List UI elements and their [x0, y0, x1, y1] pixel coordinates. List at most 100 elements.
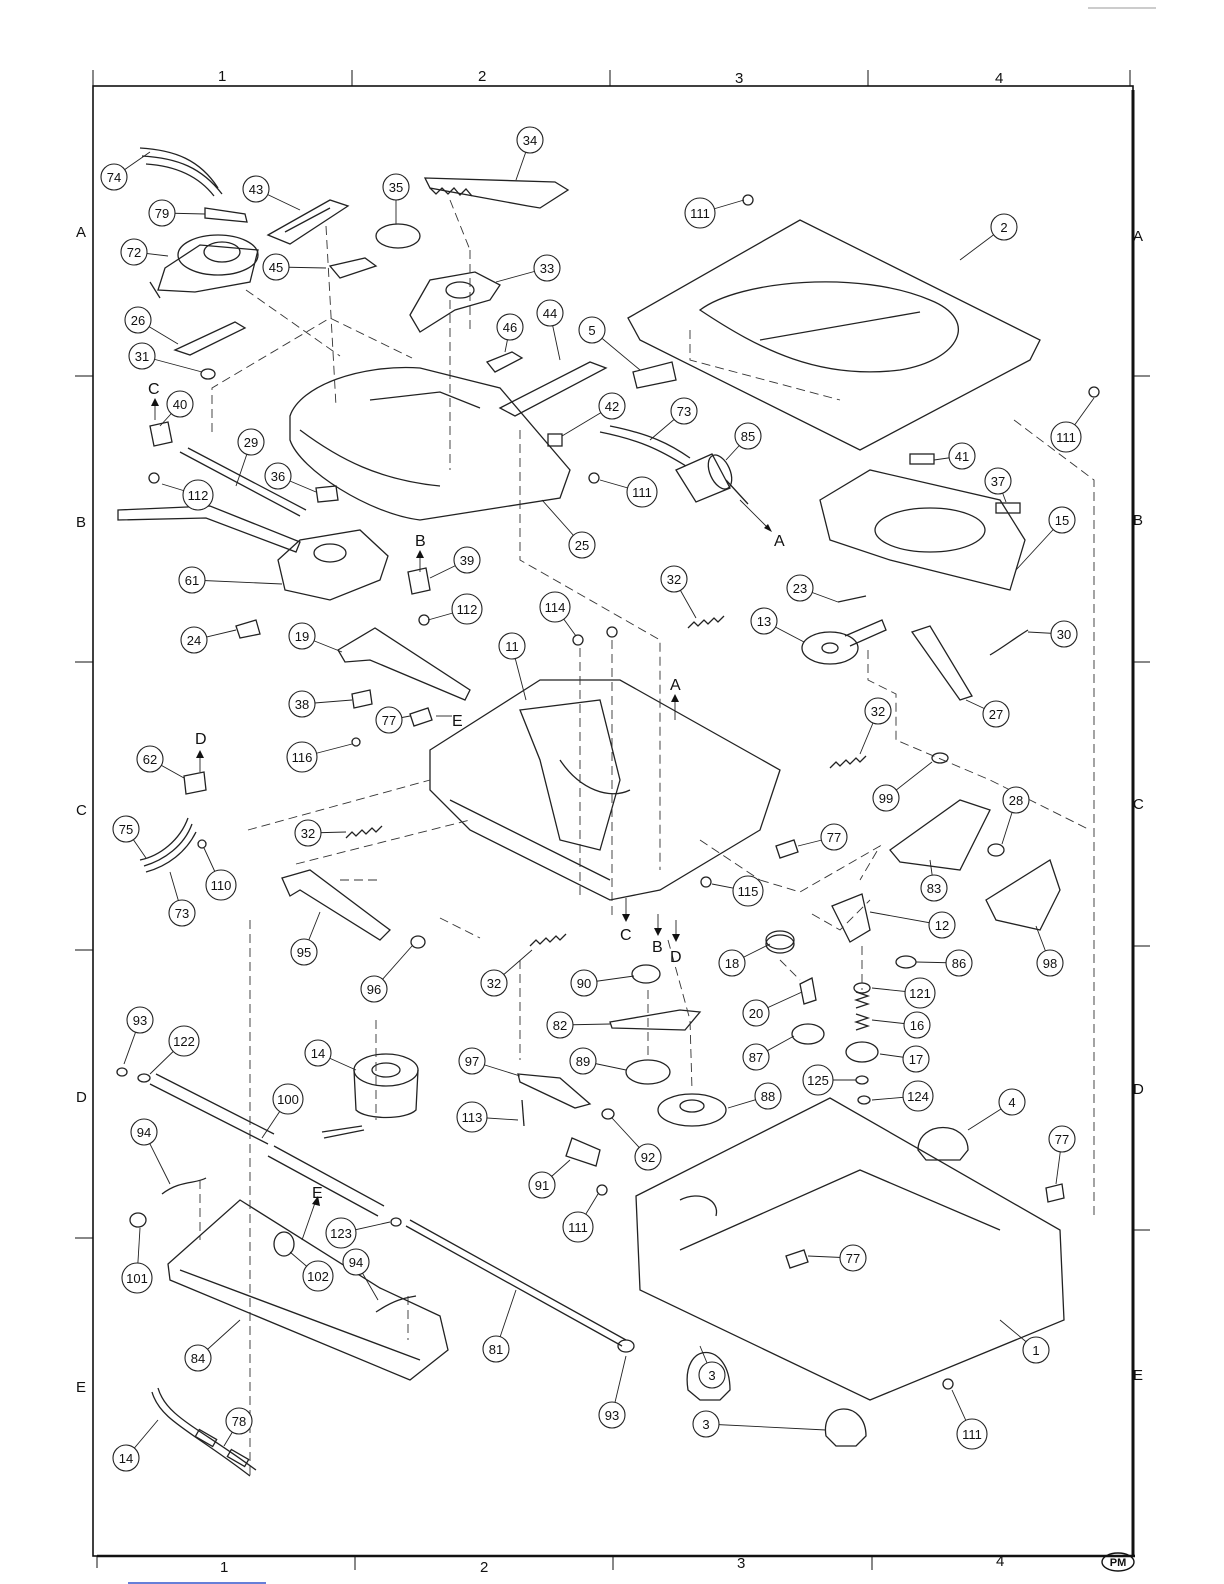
callout-circle: [546, 1011, 574, 1039]
callout-2: 2: [959, 213, 1018, 261]
callout-81: 81: [482, 1289, 517, 1363]
callout-86: 86: [915, 949, 973, 977]
callout-number: 43: [249, 182, 263, 197]
callout-circle: [166, 390, 194, 418]
diagram-frame: [92, 85, 1134, 1557]
callout-91: 91: [528, 1159, 571, 1199]
callout-number: 78: [232, 1414, 246, 1429]
callout-circle: [626, 476, 658, 508]
callout-number: 74: [107, 170, 121, 185]
callout-number: 14: [311, 1046, 325, 1061]
callout-leader: [191, 579, 283, 585]
callout-77: 77: [807, 1244, 867, 1272]
callout-circle: [168, 899, 196, 927]
row-label-b-right: B: [1133, 512, 1143, 529]
callout-number: 75: [119, 822, 133, 837]
callout-5: 5: [578, 316, 641, 371]
callout-number: 93: [133, 1013, 147, 1028]
callout-number: 41: [955, 449, 969, 464]
callout-circle: [692, 1410, 720, 1438]
callout-94: 94: [130, 1118, 171, 1185]
callout-82: 82: [546, 1011, 611, 1039]
mark-e-top: E: [452, 713, 463, 730]
callout-115: 115: [711, 875, 764, 907]
callout-number: 77: [382, 713, 396, 728]
callout-35: 35: [382, 173, 410, 224]
callout-number: 112: [457, 602, 478, 617]
callout-leader: [705, 1423, 827, 1431]
callout-number: 99: [879, 791, 893, 806]
callout-circle: [168, 1025, 200, 1057]
callout-36: 36: [264, 462, 317, 493]
callout-circle: [902, 1080, 934, 1112]
callout-circle: [578, 316, 606, 344]
callout-number: 125: [807, 1073, 829, 1088]
callout-number: 42: [605, 399, 619, 414]
callout-circle: [742, 1043, 770, 1071]
callout-87: 87: [742, 1035, 795, 1071]
callout-94: 94: [342, 1248, 379, 1301]
callout-number: 12: [935, 918, 949, 933]
callout-98: 98: [1035, 925, 1064, 977]
callout-circle: [148, 199, 176, 227]
row-label-a-right: A: [1133, 228, 1143, 245]
callout-circle: [112, 1444, 140, 1472]
callout-number: 40: [173, 397, 187, 412]
col-label-4: 4: [995, 70, 1003, 87]
mark-c-top: C: [148, 381, 160, 398]
mark-b-bottom: B: [652, 939, 663, 956]
callout-101: 101: [121, 1227, 153, 1294]
callout-number: 33: [540, 261, 554, 276]
callout-circle: [536, 299, 564, 327]
callout-number: 92: [641, 1150, 655, 1165]
callout-32: 32: [294, 819, 347, 847]
callout-number: 32: [667, 572, 681, 587]
callout-number: 90: [577, 976, 591, 991]
mark-a-motor: A: [774, 533, 785, 550]
mark-d-bottom: D: [670, 949, 682, 966]
callout-13: 13: [750, 607, 805, 643]
pm-logo-text: PM: [1110, 1557, 1127, 1569]
callout-112: 112: [161, 479, 214, 511]
callout-circle: [458, 1047, 486, 1075]
callout-number: 96: [367, 982, 381, 997]
callout-number: 23: [793, 581, 807, 596]
callout-circle: [480, 969, 508, 997]
callout-number: 114: [545, 600, 566, 615]
callout-number: 30: [1057, 627, 1071, 642]
col-label-2: 2: [478, 68, 486, 85]
callout-78: 78: [223, 1407, 253, 1447]
callout-number: 111: [962, 1427, 982, 1442]
callout-number: 79: [155, 206, 169, 221]
row-ruler: A B C D E A B C D E: [75, 224, 1150, 1396]
callout-121: 121: [871, 977, 936, 1009]
col-label-2-bottom: 2: [480, 1559, 488, 1576]
callout-circle: [182, 479, 214, 511]
callout-29: 29: [235, 428, 265, 487]
callout-number: 124: [907, 1089, 929, 1104]
col-label-1-bottom: 1: [220, 1559, 228, 1576]
callout-circle: [180, 626, 208, 654]
callout-110: 110: [203, 847, 237, 901]
callout-number: 77: [846, 1251, 860, 1266]
callout-31: 31: [128, 342, 203, 373]
callout-111: 111: [951, 1389, 988, 1450]
callout-number: 102: [307, 1269, 329, 1284]
callout-number: 15: [1055, 513, 1069, 528]
callout-circle: [121, 1262, 153, 1294]
callout-number: 110: [211, 878, 232, 893]
callout-circle: [120, 238, 148, 266]
callout-circle: [786, 574, 814, 602]
callout-74: 74: [100, 151, 151, 191]
callout-number: 2: [1000, 220, 1007, 235]
callout-circle: [920, 874, 948, 902]
callout-number: 32: [301, 826, 315, 841]
callout-124: 124: [871, 1080, 934, 1112]
mark-b-top: B: [415, 533, 426, 550]
callout-circle: [124, 306, 152, 334]
row-label-e: E: [76, 1379, 86, 1396]
callout-number: 111: [690, 206, 710, 221]
pm-logo: PM: [1101, 1552, 1135, 1572]
callout-circle: [864, 697, 892, 725]
